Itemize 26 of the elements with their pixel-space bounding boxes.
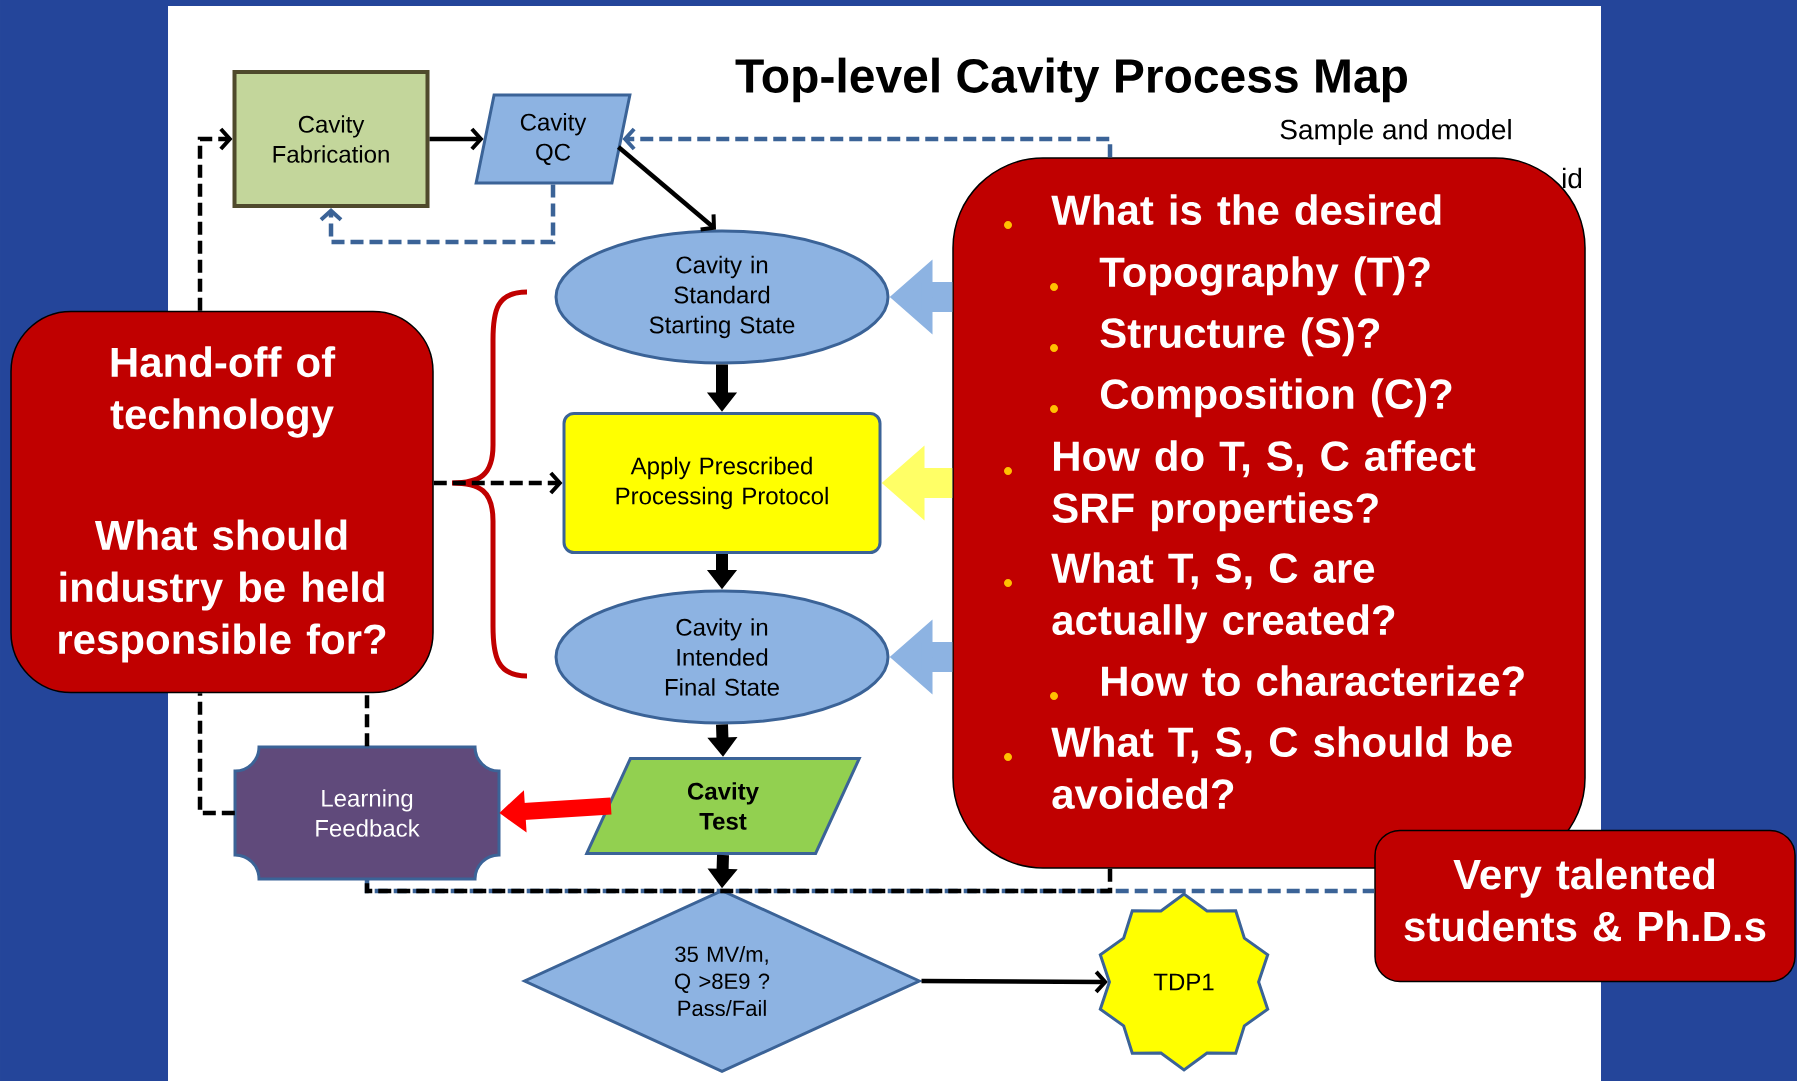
- text-label: id: [1563, 167, 1582, 189]
- connector-line: [364, 693, 370, 747]
- arrow: [921, 970, 1108, 994]
- list-item: What T, S, C should be avoided?: [1051, 726, 1512, 810]
- connector-line: [364, 879, 1375, 894]
- feedback-plaque: Learning Feedback: [233, 745, 501, 881]
- arrow: [622, 127, 1113, 158]
- list-item: How do T, S, C affect SRF properties?: [1052, 440, 1476, 532]
- callout: Very talented students & Ph.D.s: [1374, 829, 1796, 983]
- callout: Hand-off of technology What should industry be held responsible for?: [10, 310, 434, 694]
- connector-line: [197, 693, 235, 816]
- list-item: Composition (C)?: [1100, 378, 1452, 418]
- list-item: How to characterize?: [1102, 665, 1524, 697]
- list-item: What T, S, C are actually created?: [1051, 552, 1395, 644]
- arrow: [617, 145, 716, 232]
- arrow: [319, 184, 556, 245]
- arrow: [429, 127, 484, 151]
- list-item: Structure (S)?: [1100, 317, 1380, 357]
- list-item: What is the desired: [1051, 194, 1441, 226]
- connector-line: [364, 868, 1113, 894]
- arrow: [433, 471, 563, 495]
- process-box: Apply Prescribed Processing Protocol: [562, 412, 882, 554]
- list-item: Topography (T)?: [1099, 256, 1430, 296]
- title: Top-level Cavity Process Map: [735, 57, 1407, 103]
- arrow: [197, 127, 233, 311]
- process-box: Cavity Fabrication: [232, 70, 430, 208]
